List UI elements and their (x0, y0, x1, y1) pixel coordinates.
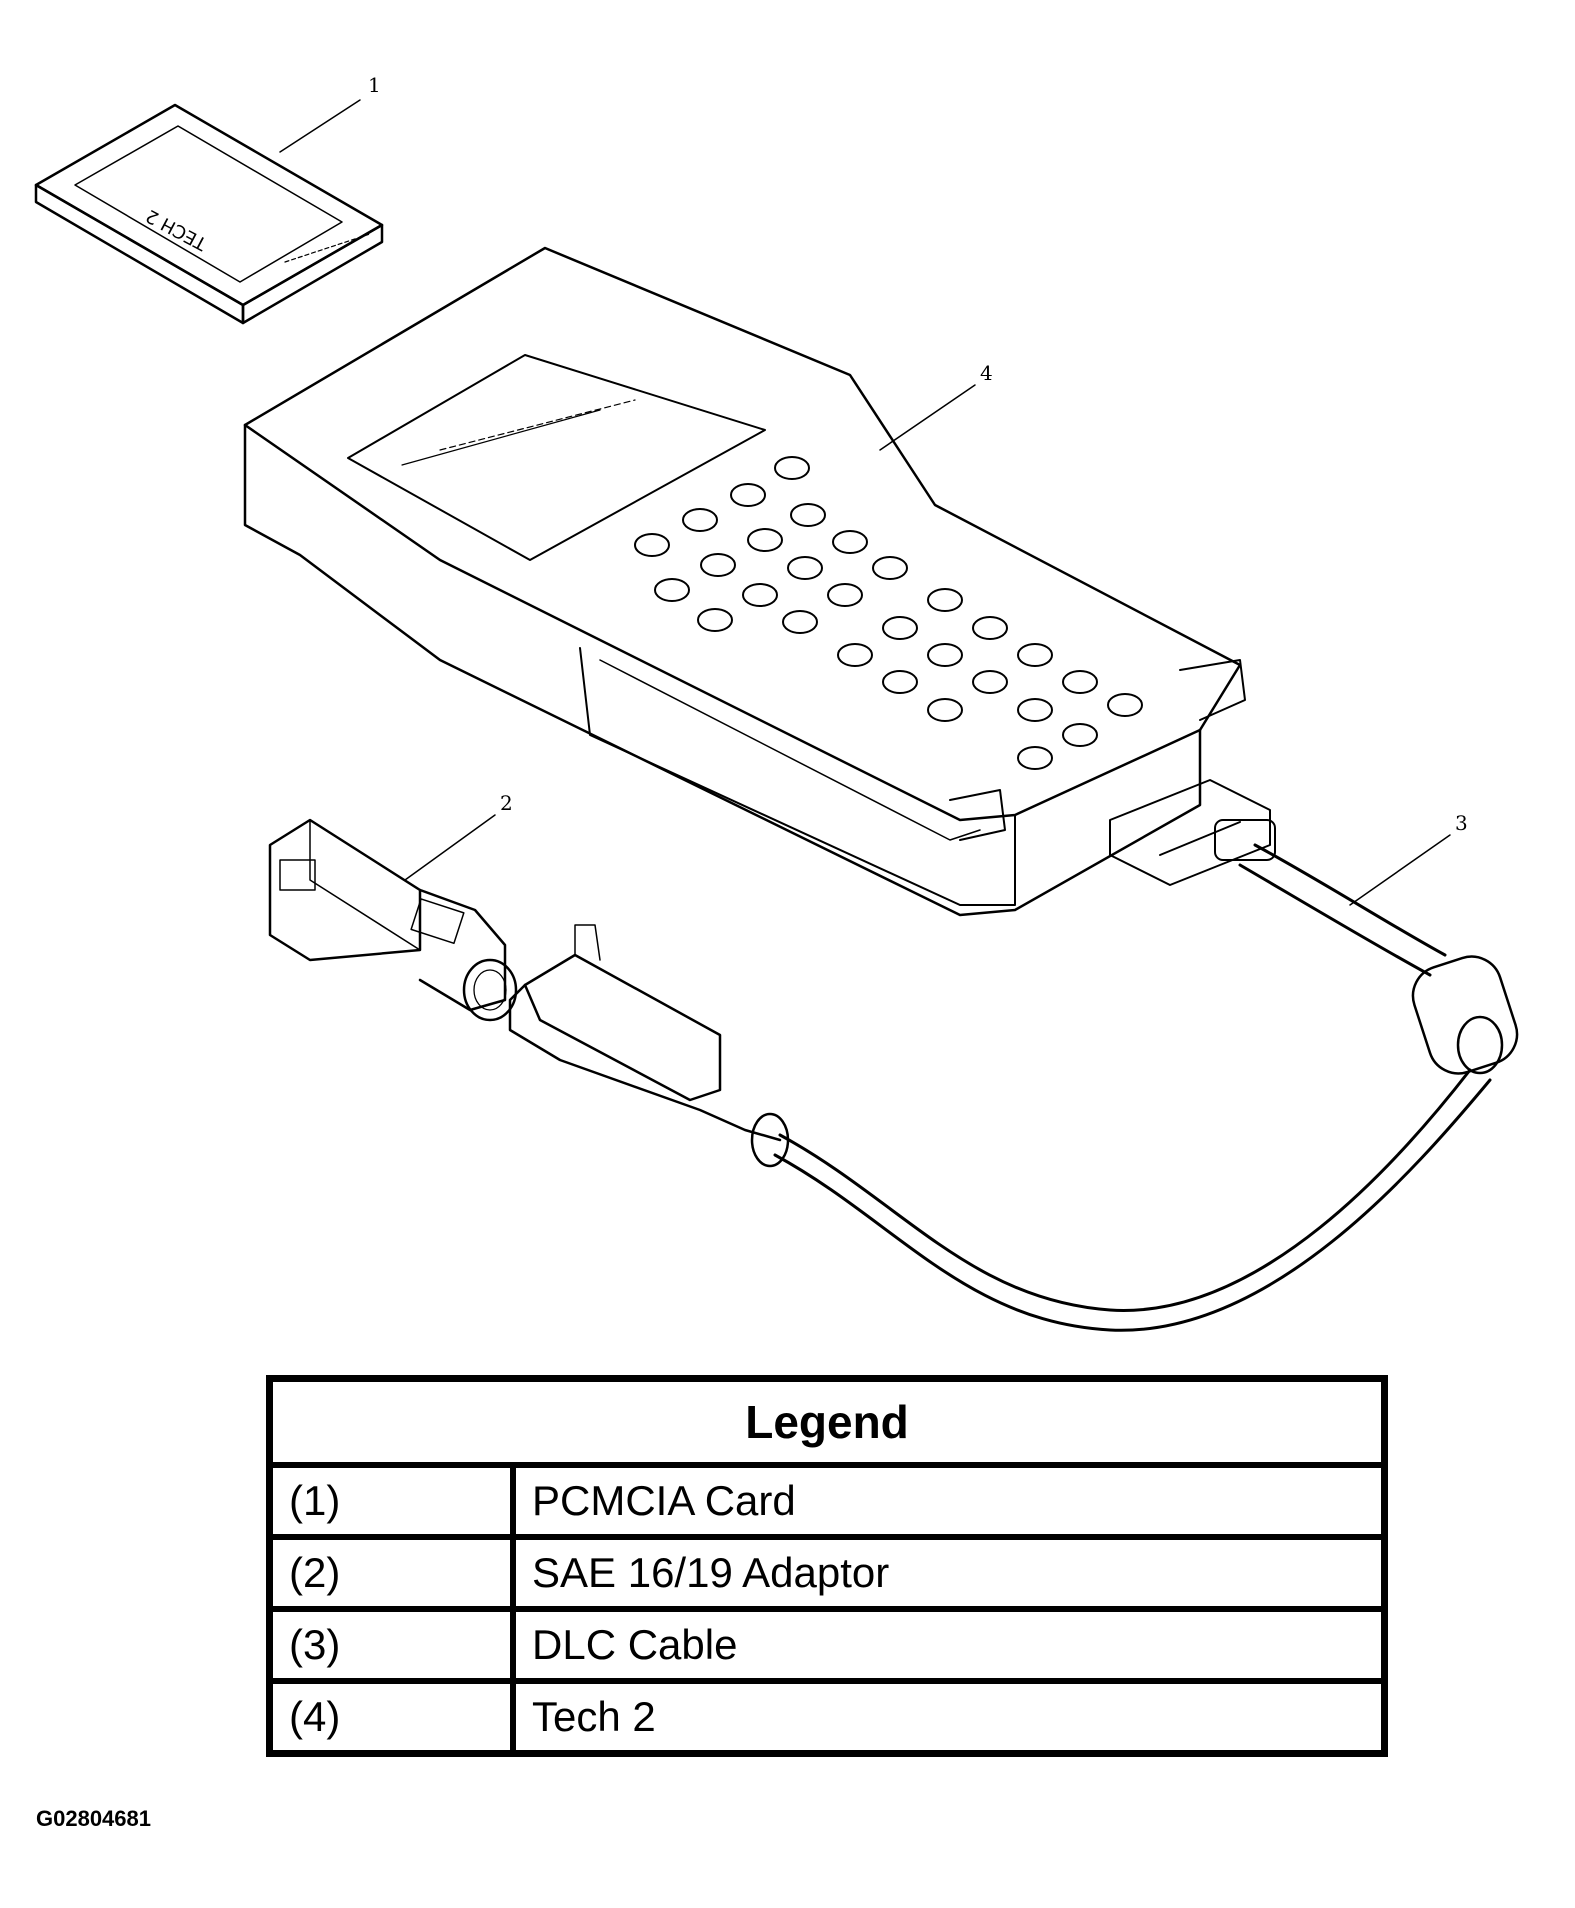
card-label-text: TECH 2 (143, 205, 212, 255)
tech2-tester: 4 (243, 246, 1246, 917)
legend-row-number: (4) (266, 1678, 516, 1757)
callout-3: 3 (1455, 811, 1468, 835)
figure-id: G02804681 (36, 1806, 151, 1831)
callout-leader-4 (879, 384, 976, 451)
tech2-exploded-illustration: TECH 2 1 4 (34, 73, 1519, 1332)
callout-2: 2 (500, 791, 513, 815)
legend-header-row: Legend (266, 1375, 1388, 1468)
legend-title: Legend (266, 1375, 1388, 1468)
legend-row: (1) PCMCIA Card (266, 1462, 1388, 1540)
legend-table: Legend (1) PCMCIA Card (2) SAE 16/19 Ada… (266, 1375, 1388, 1757)
dlc-cable: 3 (508, 779, 1519, 1332)
callout-4: 4 (980, 361, 993, 385)
callout-leader-1 (279, 99, 361, 153)
legend-row: (2) SAE 16/19 Adaptor (266, 1534, 1388, 1612)
legend-row-label: Tech 2 (510, 1678, 1388, 1757)
db9-connector (1109, 779, 1276, 886)
legend-row-label: DLC Cable (510, 1606, 1388, 1684)
legend-row-label: SAE 16/19 Adaptor (510, 1534, 1388, 1612)
legend-row-label: PCMCIA Card (510, 1462, 1388, 1540)
legend-row-number: (1) (266, 1462, 516, 1540)
legend-row-number: (3) (266, 1606, 516, 1684)
sae-adaptor: 2 (268, 791, 518, 1022)
callout-leader-2 (404, 814, 496, 881)
legend-row-number: (2) (266, 1534, 516, 1612)
pcmcia-card: TECH 2 1 (34, 73, 384, 325)
tester-keypad (634, 456, 1143, 770)
callout-leader-3 (1349, 834, 1451, 906)
legend-row: (3) DLC Cable (266, 1606, 1388, 1684)
callout-1: 1 (368, 73, 381, 97)
legend-row: (4) Tech 2 (266, 1678, 1388, 1757)
